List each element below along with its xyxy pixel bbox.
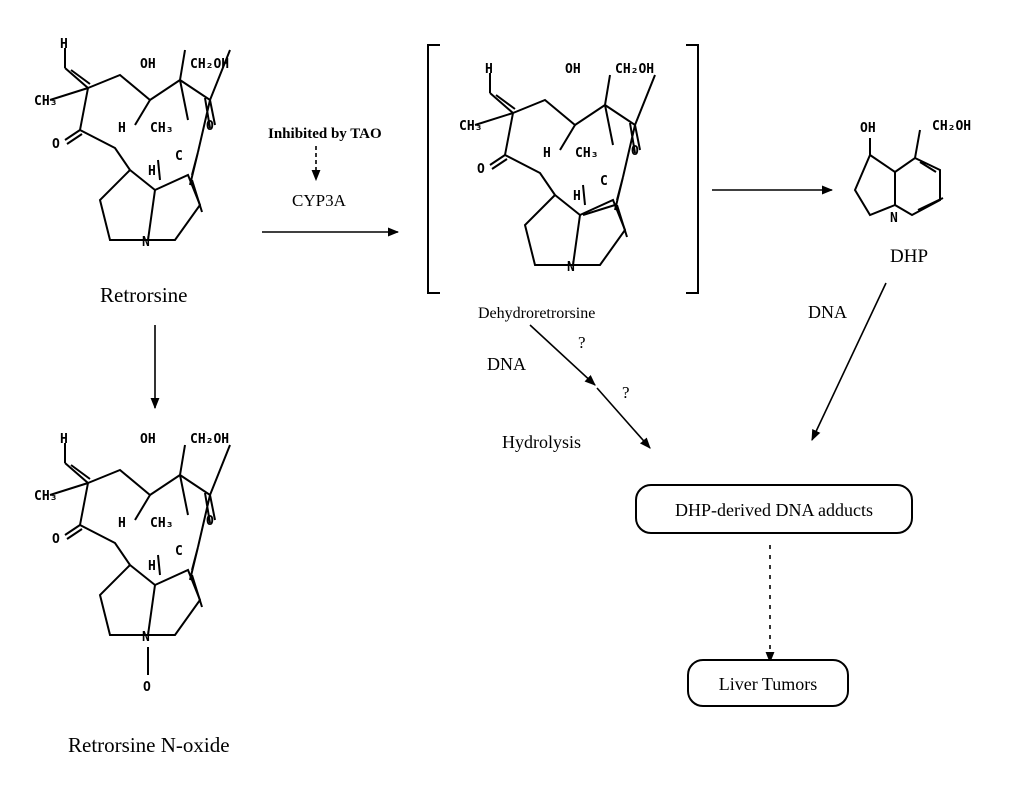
- question-mark-1: ?: [578, 333, 586, 352]
- svg-text:OH: OH: [860, 121, 876, 136]
- atom-c: C: [175, 149, 183, 164]
- atom-ch3: CH₃: [150, 121, 173, 136]
- retrorsine-label: Retrorsine: [100, 283, 187, 307]
- retrorsine-n-oxide-label: Retrorsine N-oxide: [68, 733, 230, 757]
- svg-text:CH₂OH: CH₂OH: [190, 432, 229, 447]
- hydrolysis-label: Hydrolysis: [502, 432, 581, 452]
- dhp-label: DHP: [890, 246, 928, 267]
- dna-right-label: DNA: [808, 302, 847, 322]
- svg-text:CH₂OH: CH₂OH: [932, 119, 971, 134]
- svg-text:H: H: [485, 62, 493, 77]
- svg-text:O: O: [52, 532, 60, 547]
- adducts-label: DHP-derived DNA adducts: [675, 500, 873, 520]
- svg-text:H: H: [60, 432, 68, 447]
- svg-text:C: C: [600, 174, 608, 189]
- svg-text:H: H: [148, 559, 156, 574]
- left-bracket: [427, 44, 440, 294]
- svg-text:O: O: [477, 162, 485, 177]
- question-mark-2: ?: [622, 383, 630, 402]
- dehydroretrorsine-structure: H CH₃ OH CH₂OH H CH₃ O O C H N: [459, 62, 656, 275]
- dna-left-label: DNA: [487, 354, 526, 374]
- atom-ch2oh: CH₂OH: [190, 57, 229, 72]
- svg-text:N: N: [567, 260, 575, 275]
- atom-o-ester-left: O: [52, 137, 60, 152]
- dehydroretrorsine-label: Dehydroretrorsine: [478, 305, 595, 322]
- tumors-label: Liver Tumors: [719, 674, 818, 694]
- svg-text:CH₃: CH₃: [575, 146, 598, 161]
- adducts-box: [635, 484, 913, 534]
- tumors-box: [687, 659, 849, 707]
- svg-text:H: H: [543, 146, 551, 161]
- svg-text:CH₃: CH₃: [34, 489, 57, 504]
- cyp3a-label: CYP3A: [292, 191, 347, 210]
- atom-oh: OH: [140, 57, 156, 72]
- retrorsine-n-oxide-structure: H CH₃ OH CH₂OH H CH₃ O O C H N O: [34, 432, 231, 695]
- right-bracket: [686, 44, 699, 294]
- svg-text:C: C: [175, 544, 183, 559]
- svg-text:OH: OH: [565, 62, 581, 77]
- atom-ch3-vinyl: CH₃: [34, 94, 57, 109]
- svg-text:CH₂OH: CH₂OH: [615, 62, 654, 77]
- svg-text:O: O: [143, 680, 151, 695]
- atom-n: N: [142, 235, 150, 250]
- dhp-structure: OH CH₂OH N: [853, 119, 971, 226]
- atom-o-carbonyl: O: [206, 119, 214, 134]
- svg-text:CH₃: CH₃: [459, 119, 482, 134]
- arrow-hydrolysis: [596, 387, 651, 449]
- svg-text:N: N: [890, 211, 898, 226]
- retrorsine-structure: H CH₃ OH CH₂OH H CH₃ O O C H N: [34, 37, 231, 250]
- svg-text:O: O: [631, 144, 639, 159]
- svg-text:H: H: [118, 516, 126, 531]
- svg-text:CH₃: CH₃: [150, 516, 173, 531]
- atom-h-bridge: H: [148, 164, 156, 179]
- atom-h: H: [60, 37, 68, 52]
- svg-text:O: O: [206, 514, 214, 529]
- arrow-dhp-to-adducts: [811, 282, 887, 442]
- svg-text:N: N: [142, 630, 150, 645]
- svg-text:OH: OH: [140, 432, 156, 447]
- svg-text:H: H: [573, 189, 581, 204]
- arrow-dna-question: [529, 324, 596, 386]
- inhibited-by-tao-label: Inhibited by TAO: [268, 126, 382, 142]
- atom-h-chiral: H: [118, 121, 126, 136]
